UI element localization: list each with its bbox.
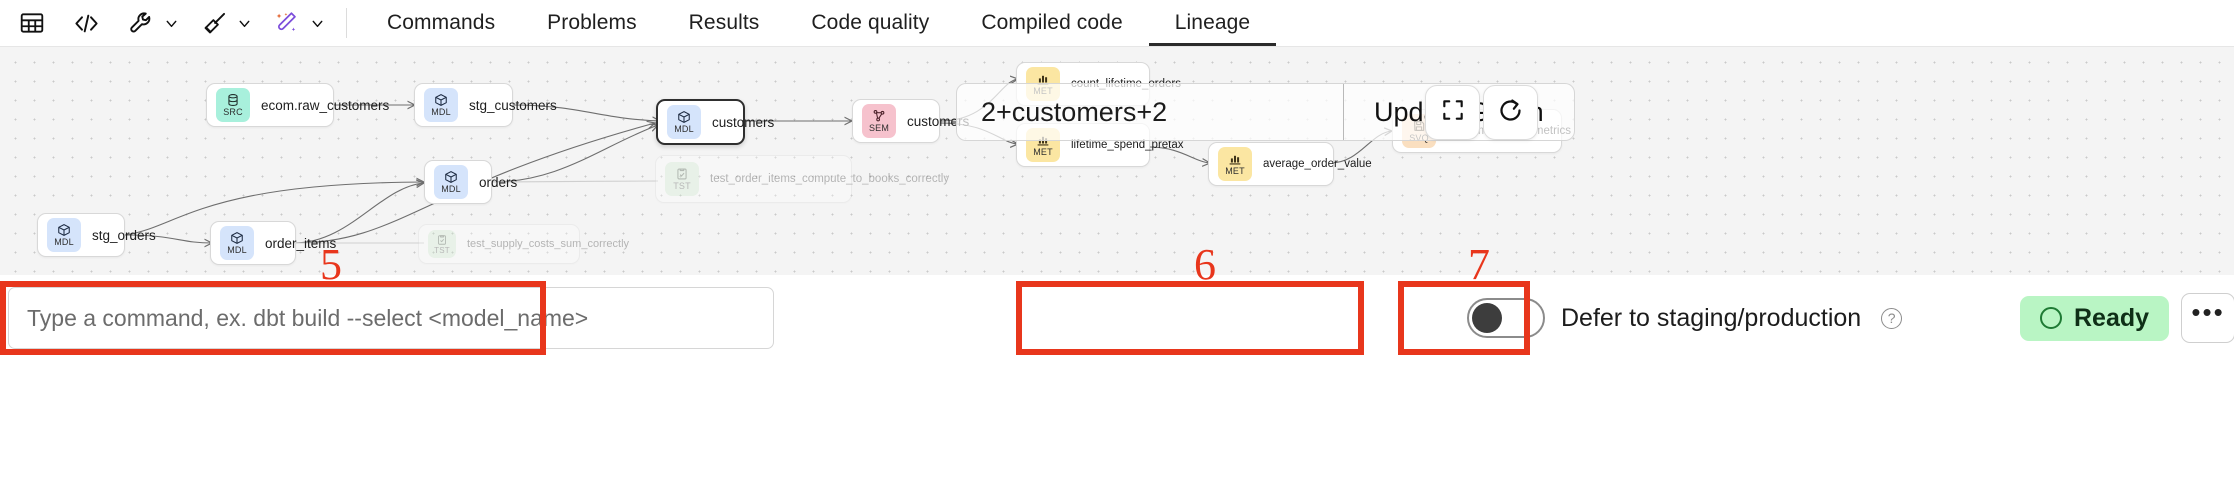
met-badge-label: MET [1225,166,1245,176]
tab-results-label: Results [688,11,760,34]
graph-node-label: order_items [265,235,337,251]
tab-lineage[interactable]: Lineage [1149,0,1276,46]
sem-badge-icon: SEM [862,104,896,138]
status-ready-badge[interactable]: Ready [2020,295,2170,341]
broom-chevron-down-icon[interactable] [233,15,255,32]
graph-node-ecom-raw-customers[interactable]: SRC ecom.raw_customers [206,83,389,127]
graph-node-order-items[interactable]: MDL order_items [210,221,336,265]
graph-selector-panel: 2+customers+2 Update Graph [956,83,1575,141]
defer-toggle[interactable] [1467,298,1545,338]
fit-to-screen-icon [1440,97,1466,128]
graph-node-test-supply-costs[interactable]: TST test_supply_costs_sum_correctly [418,224,629,264]
toolbar-icon-group [0,0,361,46]
graph-selector-value: 2+customers+2 [981,96,1168,127]
graph-node-label: average_order_value [1263,158,1372,170]
graph-node-label: customers [712,114,775,130]
mdl-badge-label: MDL [54,237,74,247]
fit-to-screen-button[interactable] [1425,85,1480,140]
status-dot-icon [2040,307,2062,329]
graph-node-label: test_order_items_compute_to_books_correc… [710,172,950,185]
tab-bar: Commands Problems Results Code quality C… [361,0,1276,46]
tab-commands[interactable]: Commands [361,0,521,46]
tab-compiled-code[interactable]: Compiled code [955,0,1148,46]
graph-node-label: lifetime_spend_pretax [1071,139,1184,151]
wrench-chevron-down-icon[interactable] [160,15,182,32]
graph-node-stg-orders[interactable]: MDL stg_orders [37,213,156,257]
editor-toolbar: Commands Problems Results Code quality C… [0,0,2234,47]
tab-code-quality[interactable]: Code quality [785,0,955,46]
tab-lineage-label: Lineage [1174,11,1251,34]
tab-problems[interactable]: Problems [521,0,663,46]
met-badge-label: MET [1033,147,1053,157]
status-label: Ready [2074,303,2150,332]
wrench-icon[interactable] [123,6,160,40]
tst-badge-icon: TST [665,162,699,196]
mdl-badge-label: MDL [227,245,247,255]
graph-node-stg-customers[interactable]: MDL stg_customers [414,83,557,127]
tab-results[interactable]: Results [663,0,786,46]
src-badge-label: SRC [223,107,243,117]
tab-code-quality-label: Code quality [811,11,930,34]
graph-node-label: test_supply_costs_sum_correctly [467,238,630,250]
src-badge-icon: SRC [216,88,250,122]
graph-node-label: ecom.raw_customers [261,97,390,113]
magic-wand-icon[interactable] [269,6,306,40]
status-control: Ready ••• [2020,287,2234,349]
graph-selector-input[interactable]: 2+customers+2 [957,84,1343,140]
tab-compiled-code-label: Compiled code [981,11,1123,34]
graph-node-label: orders [479,174,518,190]
tab-problems-label: Problems [547,11,637,34]
sem-badge-label: SEM [868,123,890,133]
mdl-badge-label: MDL [674,124,694,134]
lineage-graph-canvas[interactable]: SRC ecom.raw_customers MDL stg_customers… [0,47,2234,275]
tst-badge-icon: TST [428,230,456,258]
graph-node-average-order-value[interactable]: MET average_order_value [1208,142,1372,186]
graph-node-orders[interactable]: MDL orders [424,160,517,204]
graph-node-label: stg_orders [92,227,156,243]
graph-node-label: stg_customers [469,97,557,113]
command-input[interactable] [27,304,755,332]
code-view-icon[interactable] [68,6,105,40]
mdl-badge-icon: MDL [667,105,701,139]
command-input-wrapper[interactable] [8,287,774,349]
defer-control: Defer to staging/production ? [1455,287,1914,349]
refresh-icon [1497,97,1524,129]
help-circle-icon[interactable]: ? [1881,307,1903,329]
graph-node-test-order-items[interactable]: TST test_order_items_compute_to_books_co… [655,155,949,203]
tab-commands-label: Commands [387,11,496,34]
magic-chevron-down-icon[interactable] [306,15,328,32]
met-badge-icon: MET [1218,147,1252,181]
tst-badge-label: TST [673,181,691,191]
mdl-badge-label: MDL [431,107,451,117]
mdl-badge-icon: MDL [434,165,468,199]
defer-label: Defer to staging/production [1561,303,1862,332]
tst-badge-label: TST [434,245,450,255]
broom-icon[interactable] [196,6,233,40]
more-options-button[interactable]: ••• [2181,293,2234,343]
graph-node-label: customers [907,113,970,129]
refresh-graph-button[interactable] [1483,85,1538,140]
table-view-icon[interactable] [14,6,50,40]
graph-node-customers-sem[interactable]: SEM customers [852,99,969,143]
toolbar-divider [346,8,347,38]
panel-divider [1343,84,1344,140]
mdl-badge-icon: MDL [220,226,254,260]
mdl-badge-icon: MDL [424,88,458,122]
mdl-badge-label: MDL [441,184,461,194]
mdl-badge-icon: MDL [47,218,81,252]
graph-node-customers-mdl[interactable]: MDL customers [656,99,774,145]
defer-toggle-knob [1472,303,1502,333]
